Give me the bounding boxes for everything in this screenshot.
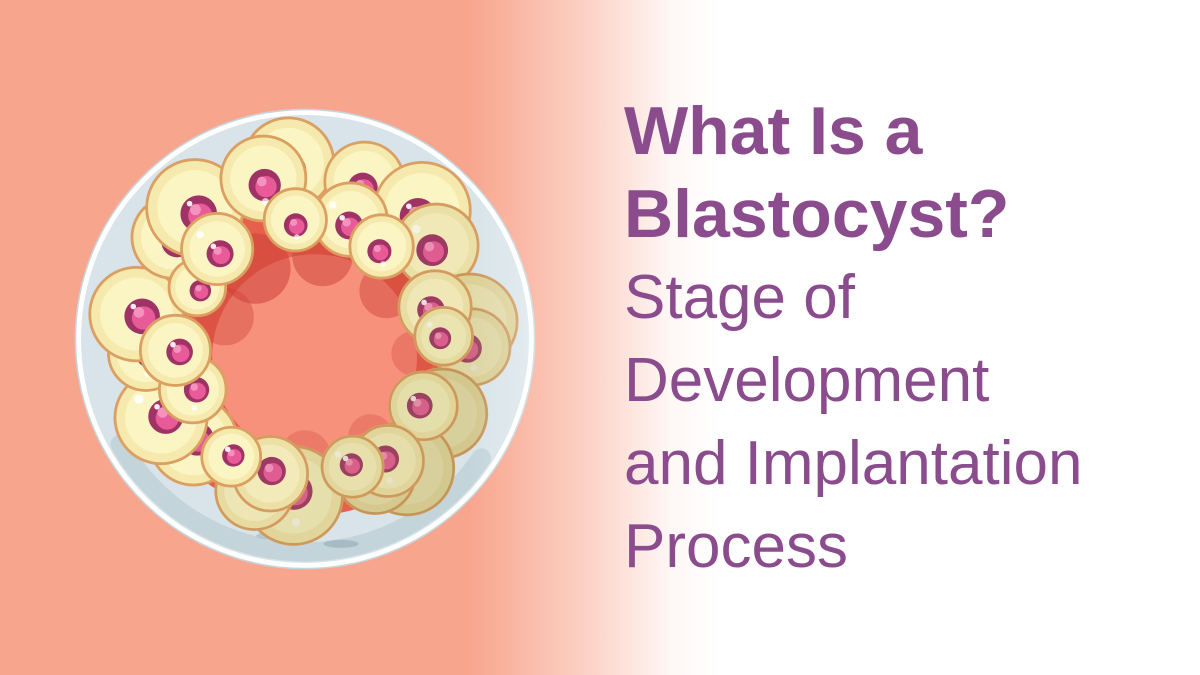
title-line-1: What Is a: [624, 93, 923, 169]
title-line-2: Blastocyst?: [624, 176, 1010, 252]
title-line-5: and Implantation: [624, 429, 1083, 498]
blastocyst-illustration: [74, 108, 536, 570]
title-line-3: Stage of: [624, 263, 855, 332]
title-block: What Is a Blastocyst? Stage of Developme…: [624, 90, 1082, 588]
title-line-4: Development: [624, 346, 990, 415]
title-line-6: Process: [624, 512, 848, 581]
